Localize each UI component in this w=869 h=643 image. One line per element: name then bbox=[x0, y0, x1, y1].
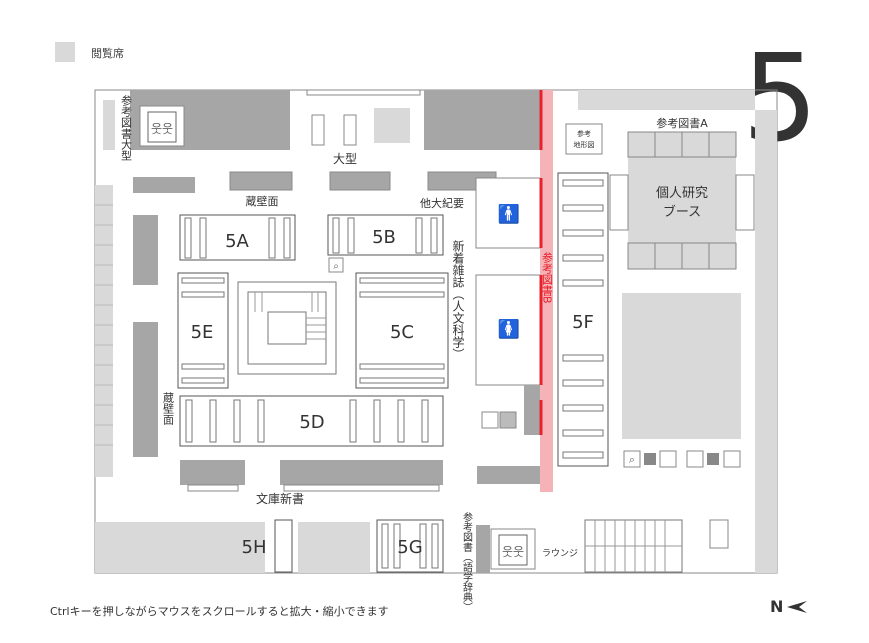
zone-label-5A: 5A bbox=[225, 231, 249, 252]
reading-seat-right-wall bbox=[755, 110, 777, 573]
printer-icon-b bbox=[499, 411, 517, 429]
svg-text:웃웃: 웃웃 bbox=[151, 122, 173, 136]
person-icon-upper: 🚹 bbox=[498, 203, 520, 225]
label-bunko-new: 文庫新書 bbox=[256, 491, 304, 506]
copier-icon bbox=[659, 450, 677, 468]
svg-text:⌕: ⌕ bbox=[333, 261, 339, 272]
label-new-magazines: 新着雑誌（人文科学） bbox=[451, 239, 465, 360]
reading-seat-right bbox=[622, 293, 741, 439]
zone-label-5H: 5H bbox=[242, 537, 267, 558]
zone-label-5C: 5C bbox=[390, 322, 414, 343]
label-reference-large: 参考図書大型 bbox=[120, 94, 133, 161]
restroom-lower bbox=[475, 274, 542, 386]
legend-label: 閲覧席 bbox=[91, 47, 124, 60]
zone-5H bbox=[274, 519, 293, 573]
person-icon-lower: 🚺 bbox=[498, 318, 520, 340]
svg-text:⌕: ⌕ bbox=[629, 453, 635, 466]
label-bulk-surface: 蔵壁面 bbox=[246, 194, 279, 208]
shelf-top-right bbox=[424, 90, 542, 150]
printer-icon-c bbox=[686, 450, 704, 468]
label-booth-1: 個人研究 bbox=[656, 186, 708, 201]
reading-seat-bottom-left bbox=[95, 522, 265, 573]
printer-icon-d bbox=[723, 450, 741, 468]
search-icon-5b bbox=[328, 257, 344, 273]
reference-maps bbox=[565, 123, 603, 155]
north-arrow-icon bbox=[787, 600, 808, 613]
zone-label-5F: 5F bbox=[572, 312, 594, 333]
zone-label-5G: 5G bbox=[397, 537, 422, 558]
search-icon bbox=[623, 450, 641, 468]
compass-label: N bbox=[770, 597, 784, 616]
label-reference-b: 参考図書B bbox=[541, 251, 554, 304]
label-booth-2: ブース bbox=[663, 204, 701, 220]
svg-text:地形図: 地形図 bbox=[574, 140, 595, 149]
legend-swatch bbox=[55, 42, 75, 62]
label-bulk-surface-v: 蔵壁面 bbox=[162, 392, 175, 425]
label-reference-lang: 参考図書（語学辞典） bbox=[461, 511, 473, 612]
svg-text:웃웃: 웃웃 bbox=[502, 545, 524, 559]
svg-text:参考: 参考 bbox=[577, 129, 591, 138]
printer-icon-a bbox=[481, 411, 499, 429]
label-others-bulletins: 他大紀要 bbox=[420, 196, 464, 210]
reading-seat-top bbox=[374, 108, 410, 143]
label-reference-a: 参考図書A bbox=[656, 116, 708, 130]
restroom-upper bbox=[475, 177, 542, 249]
reading-seat-left-wall bbox=[95, 185, 113, 477]
label-large: 大型 bbox=[333, 152, 357, 166]
compass: N bbox=[770, 597, 808, 616]
zone-label-5B: 5B bbox=[372, 227, 396, 248]
zone-label-5D: 5D bbox=[299, 412, 324, 433]
zone-5A bbox=[179, 214, 296, 261]
zone-label-5E: 5E bbox=[191, 322, 214, 343]
hint-text: Ctrlキーを押しながらマウスをスクロールすると拡大・縮小できます bbox=[50, 605, 389, 618]
zone-5F bbox=[557, 172, 609, 467]
zone-5B bbox=[327, 214, 444, 256]
reference-b-band bbox=[540, 90, 553, 492]
label-lounge: ラウンジ bbox=[542, 548, 578, 559]
reading-seat-top-right bbox=[578, 90, 755, 110]
